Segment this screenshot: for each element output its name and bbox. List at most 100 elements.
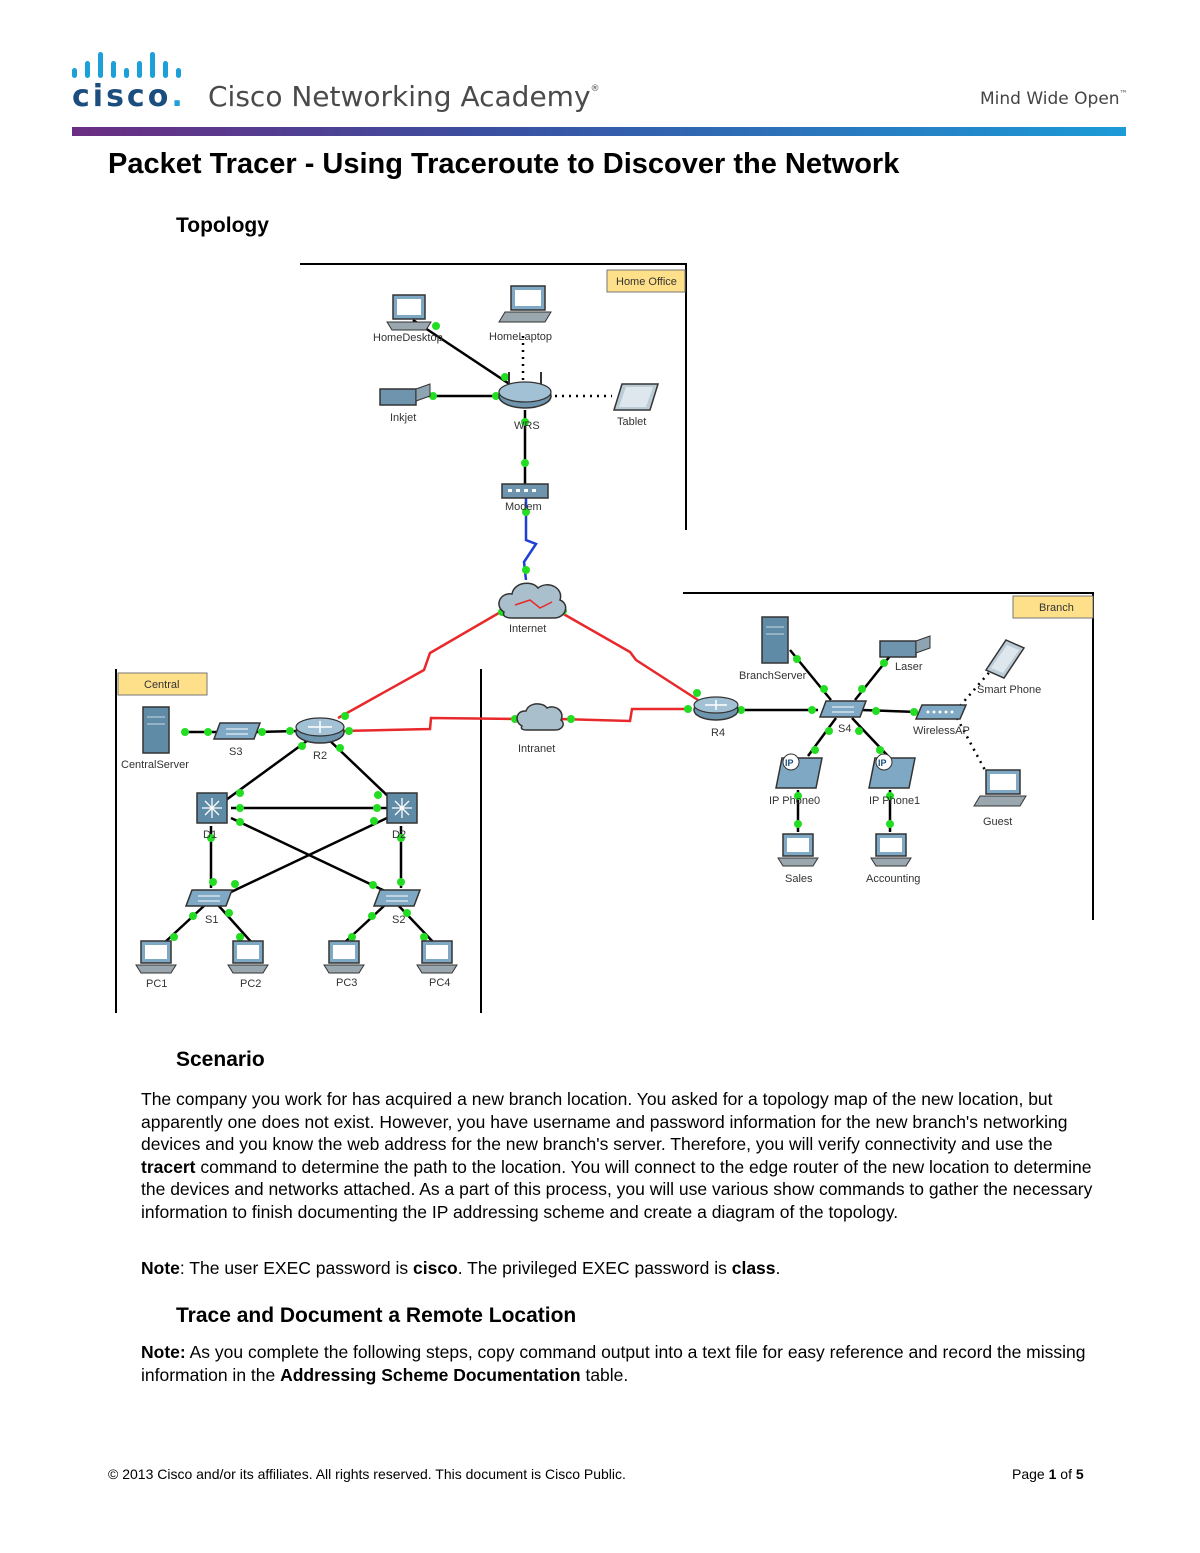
wireless-ap-device: WirelessAP [913, 704, 970, 737]
intranet-cloud-icon [516, 703, 564, 731]
cisco-logo-bars-icon [72, 52, 181, 78]
svg-text:R4: R4 [711, 727, 725, 739]
printer-icon [879, 635, 931, 658]
desktop-pc-icon [386, 294, 432, 331]
svg-text:PC2: PC2 [240, 978, 261, 990]
svg-text:Intranet: Intranet [518, 743, 555, 755]
multilayer-switch-icon [386, 792, 418, 824]
switch-icon [184, 889, 234, 907]
password-note: Note: The user EXEC password is cisco. T… [141, 1258, 781, 1278]
svg-text:IP Phone1: IP Phone1 [869, 795, 920, 807]
page-number: Page 1 of 5 [1012, 1466, 1084, 1482]
wrs-device: WRS [498, 372, 552, 432]
pc3-device: PC3 [323, 940, 365, 989]
scenario-heading: Scenario [176, 1048, 265, 1071]
pc1-device: PC1 [135, 940, 177, 990]
pc2-device: PC2 [227, 940, 269, 990]
svg-text:S3: S3 [229, 746, 242, 758]
wireless-router-icon [498, 372, 552, 409]
svg-text:CentralServer: CentralServer [121, 759, 189, 771]
trace-note: Note: As you complete the following step… [141, 1342, 1086, 1385]
d1-device: D1 [196, 792, 228, 841]
svg-text:Branch: Branch [1039, 602, 1074, 614]
svg-text:S2: S2 [392, 914, 405, 926]
svg-text:R2: R2 [313, 750, 327, 762]
header-gradient-bar [72, 127, 1126, 136]
desktop-pc-icon [416, 940, 458, 974]
s2-device: S2 [372, 889, 422, 926]
laptop-icon [973, 769, 1027, 807]
tagline: Mind Wide Open™ [980, 89, 1128, 109]
desktop-pc-icon [870, 833, 912, 867]
r2-device: R2 [295, 717, 345, 762]
svg-text:IP: IP [785, 758, 794, 768]
svg-text:Home Office: Home Office [616, 276, 677, 288]
svg-text:S1: S1 [205, 914, 218, 926]
desktop-pc-icon [227, 940, 269, 974]
printer-icon [379, 383, 431, 406]
r4-device: R4 [693, 696, 739, 739]
privileged-exec-password: class [731, 1258, 776, 1278]
svg-text:HomeLaptop: HomeLaptop [489, 331, 552, 343]
area-label-home-office: Home Office [606, 269, 686, 293]
guest-device: Guest [973, 769, 1027, 828]
s1-device: S1 [184, 889, 234, 926]
svg-text:D1: D1 [203, 829, 217, 841]
svg-text:Inkjet: Inkjet [390, 412, 416, 424]
switch-icon [212, 722, 262, 740]
tracert-command: tracert [141, 1156, 196, 1177]
desktop-pc-icon [323, 940, 365, 974]
ip-phone1-device: IP IP Phone1 [868, 753, 920, 807]
svg-text:Sales: Sales [785, 873, 813, 885]
internet-device: Internet [498, 582, 567, 635]
modem-icon [501, 483, 549, 499]
topology-heading: Topology [176, 214, 269, 237]
central-server-device: CentralServer [121, 706, 189, 771]
accounting-device: Accounting [866, 833, 920, 885]
copyright-footer: © 2013 Cisco and/or its affiliates. All … [108, 1466, 626, 1482]
modem-device: Modem [501, 483, 549, 513]
area-label-central: Central [117, 672, 208, 696]
home-desktop-device: HomeDesktop [373, 294, 443, 344]
svg-text:IP Phone0: IP Phone0 [769, 795, 820, 807]
intranet-device: Intranet [516, 703, 564, 755]
svg-text:Laser: Laser [895, 661, 923, 673]
pc4-device: PC4 [416, 940, 458, 989]
svg-text:Tablet: Tablet [617, 416, 646, 428]
svg-text:Guest: Guest [983, 816, 1012, 828]
table-name: Addressing Scheme Documentation [280, 1364, 581, 1385]
home-laptop-device: HomeLaptop [489, 285, 552, 343]
access-point-icon [914, 704, 968, 720]
desktop-pc-icon [777, 833, 819, 867]
tablet-device: Tablet [612, 383, 660, 428]
cisco-logo-wordmark: cisco. [72, 79, 186, 114]
academy-name: Cisco Networking Academy® [208, 80, 600, 113]
smart-phone-device: Smart Phone [977, 639, 1041, 696]
branch-server-device: BranchServer [739, 616, 807, 682]
desktop-pc-icon [135, 940, 177, 974]
switch-icon [372, 889, 422, 907]
area-label-branch: Branch [1012, 595, 1094, 619]
document-title: Packet Tracer - Using Traceroute to Disc… [108, 148, 900, 180]
svg-text:Accounting: Accounting [866, 873, 920, 885]
ip-phone0-device: IP IP Phone0 [769, 753, 823, 807]
svg-text:BranchServer: BranchServer [739, 670, 807, 682]
tablet-icon [612, 383, 660, 411]
svg-text:S4: S4 [838, 723, 851, 735]
svg-text:Smart Phone: Smart Phone [977, 684, 1041, 696]
inkjet-device: Inkjet [379, 383, 431, 424]
svg-text:D2: D2 [392, 829, 406, 841]
svg-text:WirelessAP: WirelessAP [913, 725, 970, 737]
laptop-icon [498, 285, 552, 323]
svg-text:HomeDesktop: HomeDesktop [373, 332, 443, 344]
svg-text:Internet: Internet [509, 623, 546, 635]
user-exec-password: cisco [413, 1258, 458, 1278]
switch-icon [818, 700, 868, 718]
ip-phone-icon: IP [868, 753, 916, 789]
server-icon [142, 706, 170, 754]
svg-text:PC4: PC4 [429, 977, 450, 989]
s3-device: S3 [212, 722, 262, 758]
scenario-paragraph: The company you work for has acquired a … [141, 1089, 1093, 1222]
smart-phone-icon [984, 639, 1026, 679]
